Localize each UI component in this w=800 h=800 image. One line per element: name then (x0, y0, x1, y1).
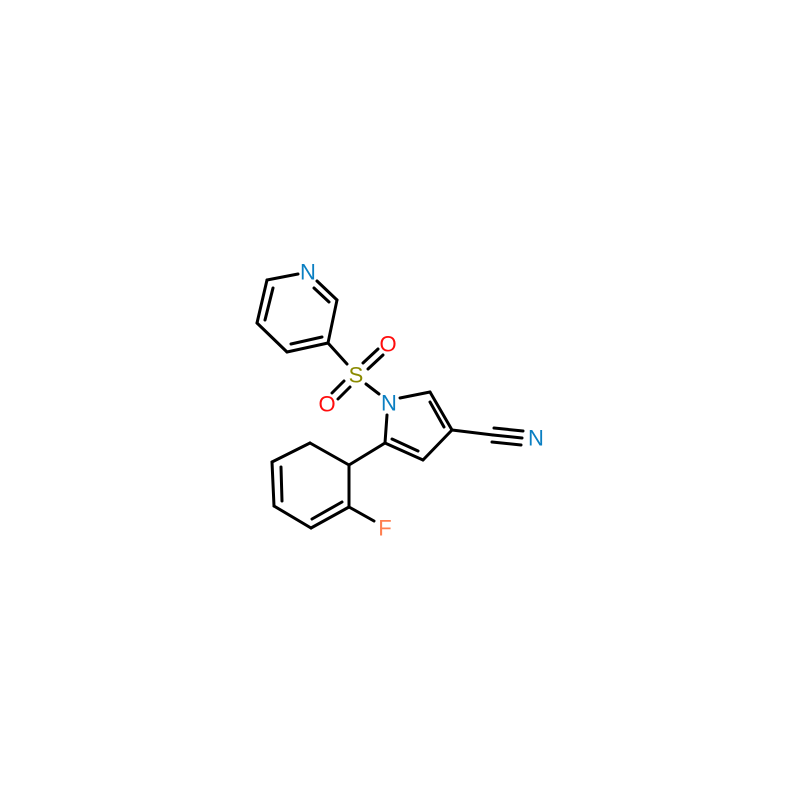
sulfur-label: S (349, 363, 364, 388)
bond (383, 413, 389, 445)
bond (263, 286, 275, 322)
bond (361, 347, 380, 365)
bond (491, 433, 524, 440)
bond (347, 505, 376, 523)
bond (428, 400, 446, 429)
bond (330, 379, 346, 395)
bond (312, 286, 331, 304)
bond (326, 298, 339, 345)
nitrile-nitrogen-label: N (528, 426, 544, 451)
bond (383, 441, 425, 462)
bond (272, 504, 313, 530)
bonds (255, 272, 525, 530)
bond (450, 428, 495, 437)
bond (315, 279, 339, 302)
bond (421, 428, 454, 462)
bond (366, 353, 385, 371)
bond (326, 341, 349, 366)
bond (255, 278, 269, 325)
bond (308, 441, 351, 467)
bond (390, 437, 420, 453)
bond (270, 441, 312, 464)
bond (279, 465, 284, 503)
bond (336, 385, 352, 401)
bond (270, 460, 276, 508)
bond (255, 321, 289, 354)
atom-labels: N S O O N N F (300, 260, 544, 541)
oxygen-bottom-label: O (318, 392, 335, 417)
bond (398, 390, 432, 400)
pyridine-nitrogen-label: N (300, 260, 316, 285)
bond (309, 505, 351, 530)
pyrrole-nitrogen-label: N (381, 391, 397, 416)
bond (289, 335, 324, 346)
bond (492, 426, 525, 433)
bond (490, 440, 523, 447)
bond (310, 500, 344, 521)
bond (428, 390, 454, 432)
bond (285, 341, 330, 354)
bond (265, 272, 300, 282)
bond (347, 441, 387, 467)
oxygen-top-label: O (379, 332, 396, 357)
bond (364, 382, 381, 396)
fluorine-label: F (378, 516, 391, 541)
